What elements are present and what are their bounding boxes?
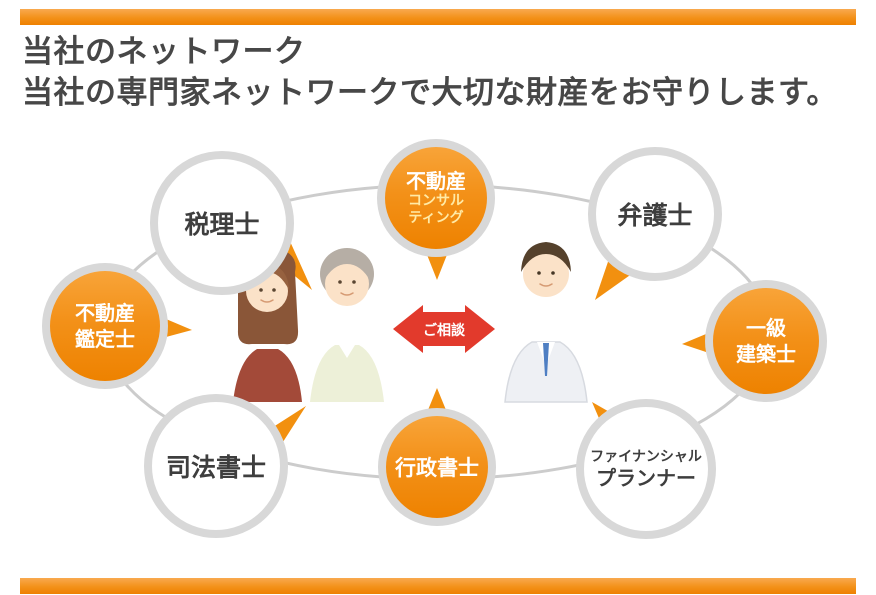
node-label: 行政書士: [395, 456, 479, 480]
arrow-body: [419, 312, 469, 346]
node-label: ティング: [408, 210, 464, 226]
consultant-face: [523, 251, 569, 297]
woman-top: [233, 349, 302, 402]
node-tax-accountant: 税理士: [150, 151, 294, 295]
arrow-right-head: [465, 305, 495, 353]
node-real-estate-appraiser: 不動産 鑑定士: [42, 263, 168, 389]
node-label: 一級: [746, 316, 786, 340]
node-label: プランナー: [596, 466, 696, 490]
consultant-illustration: [504, 242, 588, 403]
consultation-label: ご相談: [423, 322, 466, 339]
node-label: コンサル: [408, 193, 464, 209]
man-shirt: [310, 345, 384, 402]
node-judicial-scrivener: 司法書士: [144, 394, 288, 538]
woman-eye: [272, 288, 276, 292]
consultant-eye: [551, 271, 555, 275]
node-label: 建築士: [736, 342, 796, 366]
man-hair-front: [323, 252, 371, 282]
page-title: 当社のネットワーク: [22, 34, 306, 70]
top-accent-bar: [20, 9, 856, 25]
consultant-tie: [543, 343, 549, 376]
bottom-accent-bar: [20, 578, 856, 594]
node-label: 不動産: [406, 169, 466, 193]
consultant-eye: [537, 271, 541, 275]
node-lawyer: 弁護士: [588, 147, 722, 281]
arrow-left-head: [393, 305, 423, 353]
node-label: 税理士: [184, 210, 260, 239]
consultant-hair: [521, 242, 571, 272]
man-eye: [338, 280, 342, 284]
node-label: 弁護士: [617, 201, 693, 230]
node-administrative-scrivener: 行政書士: [378, 408, 496, 526]
man-face: [325, 262, 369, 306]
node-financial-planner: ファイナンシャル プランナー: [576, 399, 716, 539]
woman-smile: [260, 299, 274, 303]
node-label: ファイナンシャル: [590, 449, 702, 465]
page-subtitle: 当社の専門家ネットワークで大切な財産をお守りします。: [22, 75, 838, 111]
man-collar: [339, 345, 355, 358]
woman-eye: [259, 288, 263, 292]
heading-block: 当社のネットワーク 当社の専門家ネットワークで大切な財産をお守りします。: [22, 32, 838, 114]
man-smile: [340, 292, 354, 296]
node-label: 司法書士: [165, 453, 266, 482]
consultation-arrow: ご相談: [393, 305, 495, 353]
node-label: 鑑定士: [75, 327, 135, 351]
node-real-estate-consulting: 不動産 コンサル ティング: [377, 139, 495, 257]
node-label: 不動産: [75, 301, 135, 325]
man-eye: [352, 280, 356, 284]
consultant-smile: [539, 283, 553, 287]
node-first-class-architect: 一級 建築士: [705, 280, 827, 402]
